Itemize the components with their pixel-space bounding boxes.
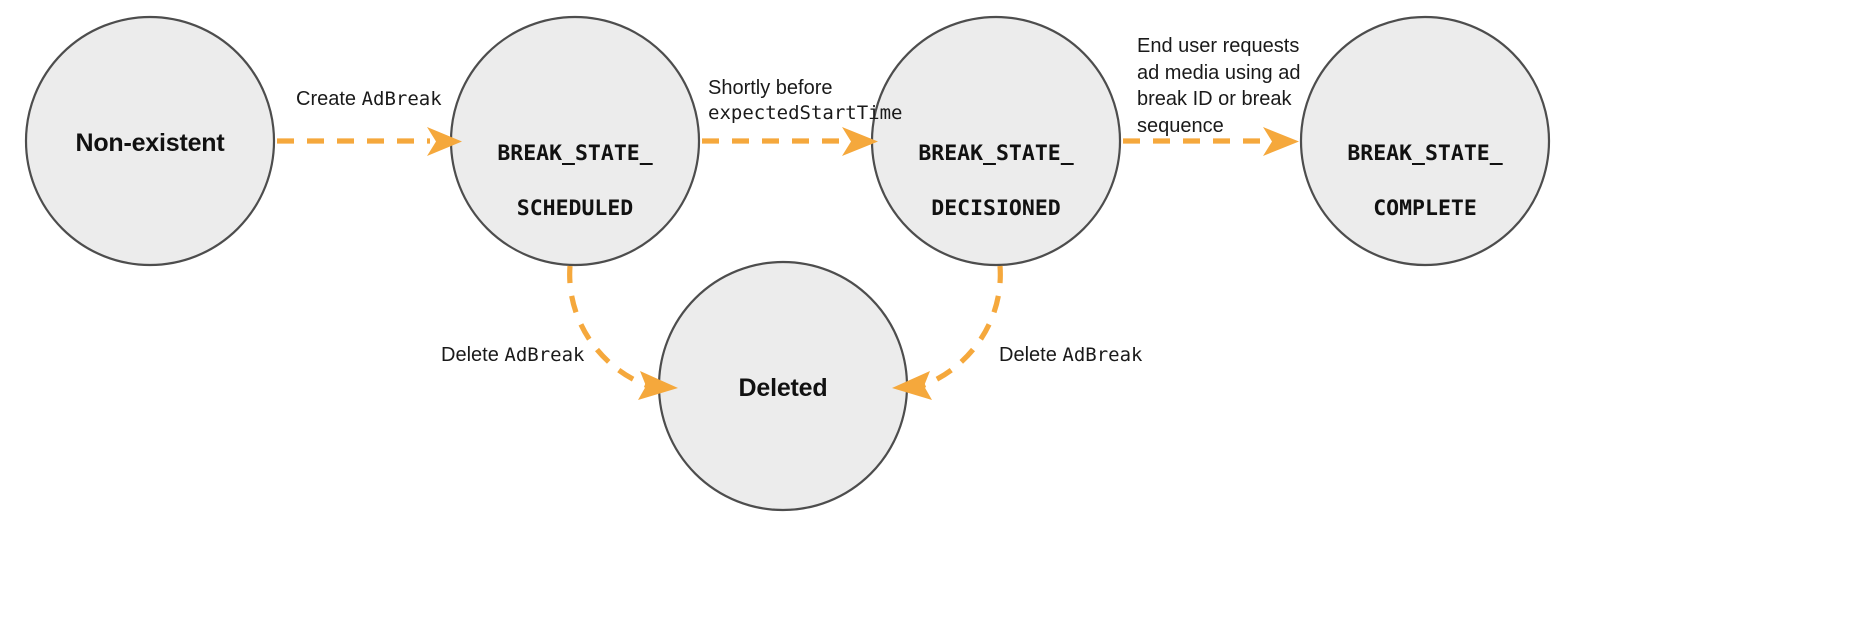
edge-delete-adbreak-scheduled <box>567 265 678 400</box>
edge-label-text-mono: AdBreak <box>361 88 442 110</box>
edge-create-adbreak <box>277 127 462 156</box>
edge-label-create-adbreak: Create AdBreak <box>296 86 442 112</box>
node-deleted[interactable] <box>657 260 909 512</box>
edge-label-text-plain: Shortly before <box>708 77 833 99</box>
edge-label-delete-adbreak-scheduled: Delete AdBreak <box>441 342 584 368</box>
edge-label-text-plain: Create <box>296 88 362 110</box>
arrowhead-icon <box>427 127 462 156</box>
arrowhead-icon <box>892 371 932 400</box>
arrowhead-icon <box>842 127 878 156</box>
edge-shortly-before-expectedstarttime <box>702 127 878 156</box>
edge-label-end-user-requests: End user requests ad media using ad brea… <box>1137 35 1301 137</box>
edge-label-text-plain: Delete <box>441 344 505 366</box>
node-non-existent[interactable] <box>24 15 276 267</box>
arrowhead-icon <box>638 371 678 400</box>
node-break-state-scheduled[interactable] <box>449 15 701 267</box>
arrowhead-icon <box>1263 127 1299 156</box>
edge-label-text-mono: expectedStartTime <box>708 102 903 125</box>
edge-end-user-requests-ad-media <box>1123 127 1299 156</box>
node-break-state-complete[interactable] <box>1299 15 1551 267</box>
edge-label-text-plain: Delete <box>999 344 1063 366</box>
edge-label-delete-adbreak-decisioned: Delete AdBreak <box>999 342 1142 368</box>
edge-label-text-mono: AdBreak <box>504 344 585 366</box>
edge-label-text-mono: AdBreak <box>1062 344 1143 366</box>
node-break-state-decisioned[interactable] <box>870 15 1122 267</box>
edge-delete-adbreak-decisioned <box>892 265 1003 400</box>
edge-label-shortly-before: Shortly before expectedStartTime <box>708 75 902 126</box>
